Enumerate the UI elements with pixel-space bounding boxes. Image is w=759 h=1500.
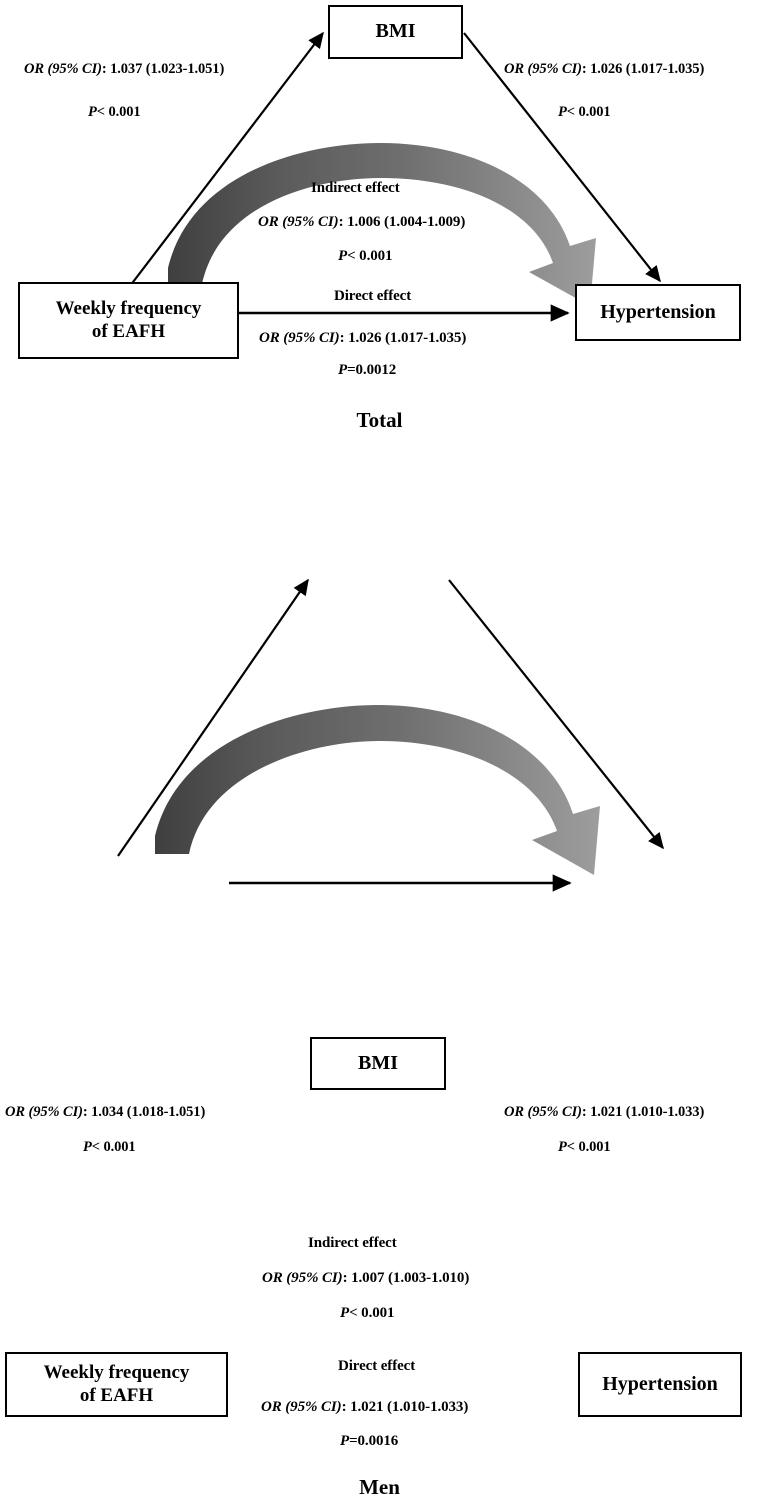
label-indirect-or: OR (95% CI): 1.007 (1.003-1.010)	[262, 1270, 470, 1286]
label-a-path-or: OR (95% CI): 1.034 (1.018-1.051)	[5, 1104, 206, 1120]
label-direct-p: P=0.0012	[338, 362, 397, 378]
label-a-path-or: OR (95% CI): 1.037 (1.023-1.051)	[24, 61, 225, 77]
node-exposure-label-line2: of EAFH	[91, 320, 166, 342]
label-a-path-p: P< 0.001	[83, 1139, 136, 1155]
node-exposure: Weekly frequency of EAFH	[5, 1352, 228, 1417]
node-exposure-label-line1: Weekly frequency	[55, 298, 202, 320]
node-bmi-label: BMI	[358, 1051, 398, 1074]
arrow-exposure-to-bmi	[117, 578, 309, 857]
curved-indirect-arrow	[155, 705, 600, 875]
panel-caption-total: Total	[356, 408, 403, 432]
arrow-bmi-to-hypertension	[448, 579, 664, 850]
mediation-panel-total: BMI Weekly frequency of EAFH Hypertensio…	[0, 0, 759, 500]
label-direct-title: Direct effect	[338, 1358, 416, 1374]
node-exposure-label-line1: Weekly frequency	[43, 1362, 190, 1384]
label-b-path-or: OR (95% CI): 1.026 (1.017-1.035)	[504, 61, 705, 77]
label-indirect-title: Indirect effect	[308, 1235, 397, 1251]
panel-caption-men: Men	[359, 1475, 400, 1499]
label-indirect-or: OR (95% CI): 1.006 (1.004-1.009)	[258, 214, 466, 230]
label-direct-or: OR (95% CI): 1.026 (1.017-1.035)	[259, 330, 467, 346]
arrow-bmi-to-hypertension	[463, 32, 661, 283]
arrow-exposure-to-bmi	[129, 31, 324, 287]
curved-indirect-arrow	[168, 143, 596, 306]
node-exposure: Weekly frequency of EAFH	[18, 282, 239, 359]
node-outcome-label: Hypertension	[600, 300, 716, 323]
label-direct-or: OR (95% CI): 1.021 (1.010-1.033)	[261, 1399, 469, 1415]
label-b-path-or: OR (95% CI): 1.021 (1.010-1.033)	[504, 1104, 705, 1120]
node-bmi-label: BMI	[375, 20, 416, 43]
label-b-path-p: P< 0.001	[558, 104, 611, 120]
label-indirect-p: P< 0.001	[340, 1305, 395, 1321]
label-direct-title: Direct effect	[334, 288, 412, 304]
node-bmi: BMI	[328, 5, 463, 59]
mediation-panel-men: BMI Weekly frequency of EAFH Hypertensio…	[0, 500, 759, 1499]
label-a-path-p: P< 0.001	[88, 104, 141, 120]
node-outcome-label: Hypertension	[602, 1372, 718, 1395]
node-bmi: BMI	[310, 1037, 446, 1090]
node-outcome: Hypertension	[575, 284, 741, 341]
label-indirect-p: P< 0.001	[338, 248, 393, 264]
panel-men-arrows	[117, 578, 664, 892]
label-indirect-title: Indirect effect	[311, 180, 400, 196]
label-b-path-p: P< 0.001	[558, 1139, 611, 1155]
panel-total-arrows	[129, 31, 661, 322]
node-outcome: Hypertension	[578, 1352, 742, 1417]
node-exposure-label-line2: of EAFH	[79, 1384, 154, 1406]
label-direct-p: P=0.0016	[340, 1433, 399, 1449]
